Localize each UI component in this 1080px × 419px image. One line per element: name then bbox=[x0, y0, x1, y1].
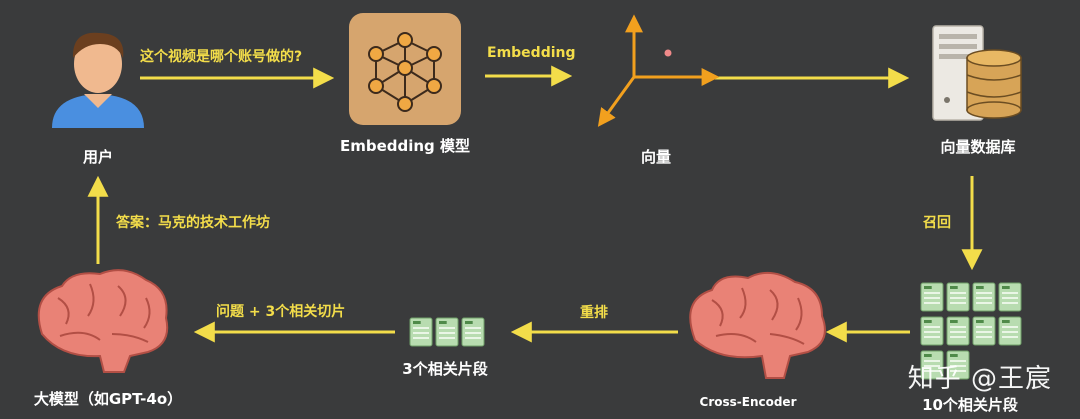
cross-encoder-brain-icon bbox=[689, 271, 826, 379]
vector-point bbox=[664, 49, 672, 57]
user-avatar-icon bbox=[52, 32, 144, 128]
cross-encoder-label: Cross-Encoder bbox=[699, 395, 797, 409]
vector-database-icon bbox=[932, 25, 1022, 121]
three-docs-group bbox=[409, 317, 485, 347]
document-icon bbox=[409, 317, 433, 347]
top3-label: 3个相关片段 bbox=[402, 360, 488, 378]
edge-label-question: 这个视频是哪个账号做的? bbox=[140, 49, 303, 65]
vector-db-label: 向量数据库 bbox=[940, 138, 1016, 156]
document-icon bbox=[946, 282, 970, 312]
document-icon bbox=[972, 316, 996, 346]
document-icon bbox=[920, 350, 944, 380]
document-icon bbox=[461, 317, 485, 347]
llm-brain-icon bbox=[37, 269, 169, 373]
document-icon bbox=[920, 282, 944, 312]
embedding-model-label: Embedding 模型 bbox=[339, 137, 471, 155]
top10-label: 10个相关片段 bbox=[922, 396, 1018, 414]
edge-label-recall: 召回 bbox=[923, 215, 951, 231]
user-label: 用户 bbox=[82, 148, 114, 166]
watermark: 知乎 @王宸 bbox=[907, 364, 1052, 394]
ten-docs-grid bbox=[920, 282, 1022, 380]
vector-axes-icon bbox=[597, 14, 720, 127]
document-icon bbox=[435, 317, 459, 347]
document-icon bbox=[998, 282, 1022, 312]
edge-label-answer: 答案：马克的技术工作坊 bbox=[116, 215, 270, 231]
document-icon bbox=[946, 316, 970, 346]
document-icon bbox=[946, 350, 970, 380]
edge-label-rerank: 重排 bbox=[580, 305, 608, 321]
edge-label-question-plus: 问题 + 3个相关切片 bbox=[216, 304, 346, 320]
document-icon bbox=[920, 316, 944, 346]
document-icon bbox=[998, 316, 1022, 346]
edge-label-embedding: Embedding bbox=[487, 45, 576, 61]
llm-label: 大模型（如GPT-4o） bbox=[33, 390, 183, 408]
embedding-model-icon bbox=[349, 13, 461, 125]
vector-label: 向量 bbox=[640, 148, 672, 166]
document-icon bbox=[972, 282, 996, 312]
